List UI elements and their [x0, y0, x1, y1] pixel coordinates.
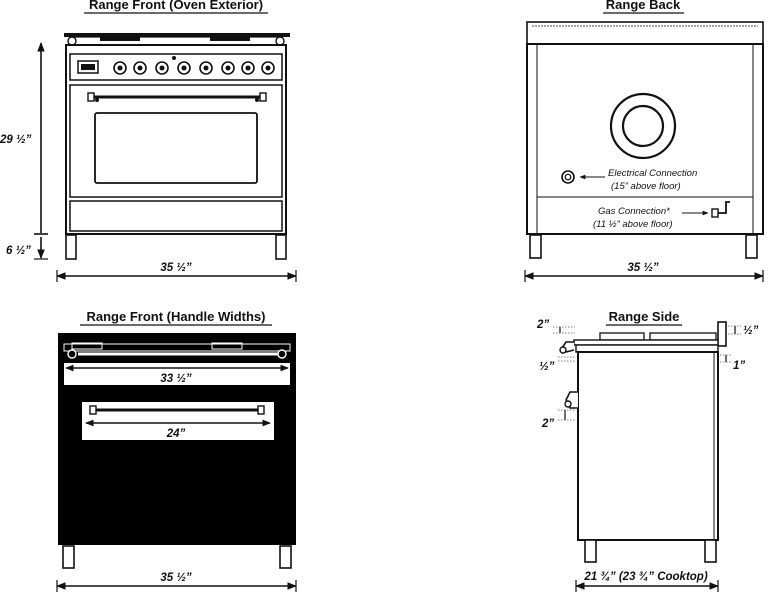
side-dimension-markers: 2” ½” ½” 1” 2”: [536, 319, 759, 430]
panel-front-handles: Range Front (Handle Widths) 33 ½”: [56, 309, 297, 592]
width-label: 35 ½”: [627, 262, 659, 274]
exhaust-vent: [609, 92, 677, 160]
gas-connection-label: Gas Connection*: [598, 206, 670, 217]
control-knob: [261, 61, 275, 75]
width-label: 35 ½”: [160, 572, 192, 584]
top-handle-side: [559, 341, 575, 354]
right-depth-label: 1”: [733, 360, 745, 372]
grate-height-label: 2”: [536, 319, 549, 331]
top-right-label: ½”: [743, 325, 759, 337]
side-body-outline: [577, 351, 719, 541]
oven-handle: 24”: [82, 402, 274, 440]
depth-label: 21 ¾” (23 ¾” Cooktop): [583, 571, 708, 583]
width-dimension: 35 ½”: [56, 572, 297, 592]
height-lower-label: 6 ½”: [6, 245, 31, 257]
backguard: [717, 321, 727, 347]
top-handle-dimension: 33 ½”: [64, 363, 290, 385]
top-handle: [67, 349, 287, 359]
width-label: 35 ½”: [160, 262, 192, 274]
control-knob: [113, 61, 127, 75]
knob-side: [564, 391, 578, 409]
leg: [62, 545, 75, 569]
control-panel: [69, 53, 283, 81]
control-knob: [241, 61, 255, 75]
panel-title-back: Range Back: [606, 0, 681, 12]
control-knob: [155, 61, 169, 75]
control-knob: [221, 61, 235, 75]
control-knob: [133, 61, 147, 75]
electrical-connection-label: Electrical Connection: [608, 168, 697, 179]
electrical-connection: Electrical Connection (15” above floor): [561, 168, 697, 192]
cooktop-grates: [573, 332, 719, 346]
gas-connection-note: (11 ½” above floor): [593, 219, 673, 230]
storage-drawer: [69, 200, 283, 232]
panel-title-front-handles: Range Front (Handle Widths): [87, 309, 266, 324]
gas-connection: Gas Connection* (11 ½” above floor): [593, 201, 730, 230]
leg: [65, 234, 77, 260]
control-knob: [177, 61, 191, 75]
cooktop-grates: [64, 33, 290, 46]
depth-dimension: 21 ¾” (23 ¾” Cooktop): [575, 571, 719, 592]
back-body-outline: [526, 43, 764, 235]
panel-front-exterior: Range Front (Oven Exterior): [0, 0, 297, 282]
panel-title-front-exterior: Range Front (Oven Exterior): [89, 0, 263, 12]
electrical-connection-note: (15” above floor): [611, 181, 681, 192]
oven-door: [69, 84, 283, 198]
leg: [584, 539, 597, 563]
panel-title-side: Range Side: [609, 309, 680, 324]
top-left-label: ½”: [539, 361, 555, 373]
width-dimension: 35 ½”: [56, 262, 297, 282]
leg: [745, 234, 758, 259]
height-dimension: 29 ½” 6 ½”: [0, 42, 48, 260]
top-handle-width-label: 33 ½”: [160, 373, 192, 385]
leg: [529, 234, 542, 259]
leg: [704, 539, 717, 563]
oven-window: [94, 112, 258, 184]
width-dimension: 35 ½”: [524, 262, 764, 282]
cooktop-grates: [63, 342, 291, 352]
oven-handle-width-label: 24”: [166, 428, 186, 440]
panel-back: Range Back Electrical Connection (15” ab…: [524, 0, 764, 282]
knob-depth-label: 2”: [541, 418, 554, 430]
leg: [279, 545, 292, 569]
backguard: [526, 21, 764, 45]
panel-side: Range Side: [536, 309, 759, 592]
height-upper-label: 29 ½”: [0, 134, 32, 146]
control-knob: [199, 61, 213, 75]
indicator-light: [172, 56, 176, 60]
leg: [275, 234, 287, 260]
